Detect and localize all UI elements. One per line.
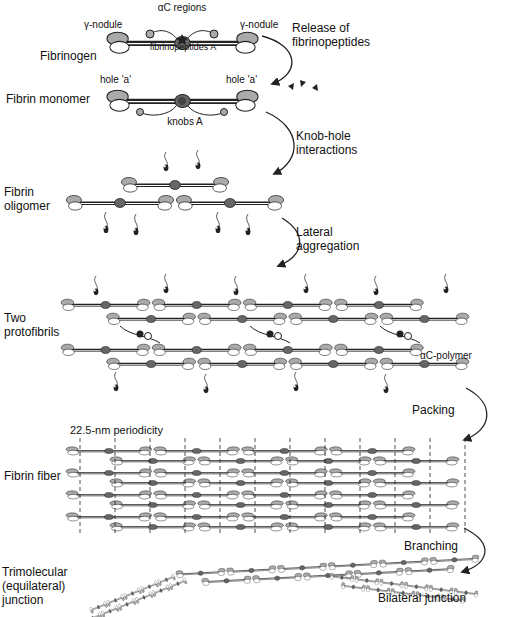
- stage-name: Fibrin oligomer: [4, 186, 64, 214]
- stage-name: Two protofibrils: [4, 312, 62, 340]
- stage-name: Fibrin monomer: [6, 93, 102, 107]
- fibrinopeptide-fragments: [288, 80, 318, 91]
- part-label: γ-nodule: [240, 19, 292, 31]
- fibrin-oligomer: [66, 150, 283, 235]
- stage-name: Fibrinogen: [40, 50, 104, 64]
- part-label: knobs A: [160, 116, 210, 128]
- stage-name: Trimolecular (equilateral) junction: [2, 566, 102, 607]
- process-step: Lateral aggregation: [296, 226, 376, 254]
- process-step: Release of fibrinopeptides: [292, 22, 384, 50]
- part-label: αC regions: [150, 2, 214, 14]
- process-arrows: [262, 36, 487, 572]
- fibrinogen-molecule: [107, 30, 258, 53]
- part-label: fibrinopeptides A: [138, 42, 228, 52]
- process-step: Branching: [404, 540, 474, 554]
- part-label: hole 'a': [226, 74, 276, 86]
- part-label: hole 'a': [100, 74, 150, 86]
- part-label: γ-nodule: [84, 19, 136, 31]
- dimension-label: 22.5-nm periodicity: [70, 424, 210, 437]
- fibrin-fiber: [66, 438, 465, 536]
- process-step: Knob-hole interactions: [296, 130, 376, 158]
- part-label: αC-polymer: [420, 350, 500, 362]
- branched-fibers: [81, 555, 480, 617]
- stage-name: Bilateral junction: [378, 592, 508, 606]
- two-protofibrils: [61, 274, 469, 393]
- stage-name: Fibrin fiber: [4, 470, 62, 484]
- process-step: Packing: [412, 404, 472, 418]
- fibrin-monomer: [107, 90, 258, 115]
